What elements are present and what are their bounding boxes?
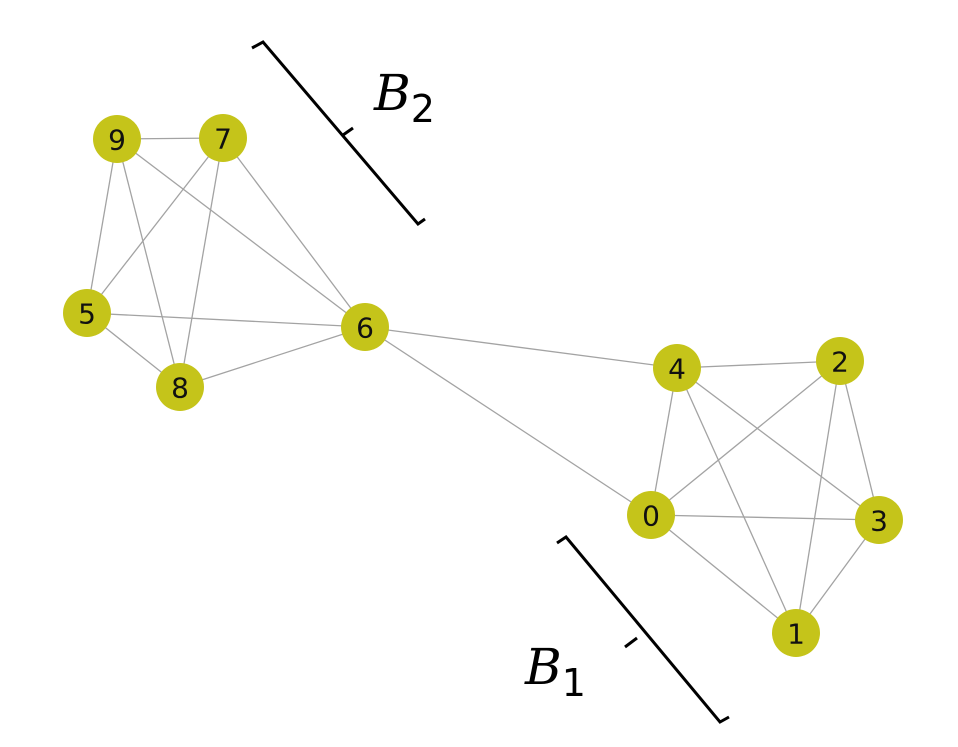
nodes-layer: 0 1 2 3 4 5 6 7 8 9 bbox=[63, 114, 903, 657]
node-1: 1 bbox=[772, 609, 820, 657]
node-0-label: 0 bbox=[642, 500, 660, 533]
edge-2-0 bbox=[650, 360, 841, 516]
edge-4-0 bbox=[650, 367, 678, 516]
node-0-circle bbox=[627, 491, 675, 539]
bracket-b1-line bbox=[556, 535, 730, 724]
edge-7-6 bbox=[222, 137, 366, 328]
node-7-circle bbox=[199, 114, 247, 162]
edge-0-1 bbox=[650, 514, 797, 634]
node-5: 5 bbox=[63, 289, 111, 337]
edge-7-8 bbox=[179, 137, 224, 388]
edge-2-1 bbox=[795, 360, 841, 634]
bracket-b2-tick bbox=[342, 126, 354, 137]
node-0: 0 bbox=[627, 491, 675, 539]
edge-9-8 bbox=[116, 138, 181, 388]
edge-9-5 bbox=[86, 138, 118, 314]
node-3: 3 bbox=[855, 496, 903, 544]
bracket-b1-tick bbox=[624, 636, 638, 649]
edge-2-3 bbox=[839, 360, 880, 521]
node-6-label: 6 bbox=[356, 312, 374, 345]
node-4-label: 4 bbox=[668, 353, 686, 386]
bracket-b1-label-sub: 1 bbox=[562, 661, 586, 705]
node-1-label: 1 bbox=[787, 618, 805, 651]
edge-6-0 bbox=[364, 326, 652, 516]
node-5-circle bbox=[63, 289, 111, 337]
edge-5-6 bbox=[86, 312, 366, 328]
node-1-circle bbox=[772, 609, 820, 657]
edge-8-6 bbox=[179, 326, 366, 388]
edge-7-5 bbox=[86, 137, 224, 314]
node-8-label: 8 bbox=[171, 372, 189, 405]
bracket-b2-label-main: B bbox=[373, 64, 411, 122]
node-9: 9 bbox=[93, 115, 141, 163]
node-3-label: 3 bbox=[870, 505, 888, 538]
node-3-circle bbox=[855, 496, 903, 544]
node-6-circle bbox=[341, 303, 389, 351]
node-2-label: 2 bbox=[831, 346, 849, 379]
node-8-circle bbox=[156, 363, 204, 411]
edge-9-6 bbox=[116, 138, 366, 328]
edge-4-1 bbox=[676, 367, 797, 634]
edge-0-3 bbox=[650, 514, 880, 521]
edge-6-4 bbox=[364, 326, 678, 369]
bracket-b2-label: B2 bbox=[373, 64, 435, 131]
bracket-b2-label-sub: 2 bbox=[411, 87, 435, 131]
node-2: 2 bbox=[816, 337, 864, 385]
edge-4-3 bbox=[676, 367, 880, 521]
edge-4-2 bbox=[676, 360, 841, 369]
bracket-b2: B2 bbox=[251, 40, 435, 227]
node-2-circle bbox=[816, 337, 864, 385]
node-9-label: 9 bbox=[108, 124, 126, 157]
node-4-circle bbox=[653, 344, 701, 392]
bracket-b1-label-main: B bbox=[524, 638, 562, 696]
node-6: 6 bbox=[341, 303, 389, 351]
node-9-circle bbox=[93, 115, 141, 163]
node-7-label: 7 bbox=[214, 123, 232, 156]
node-5-label: 5 bbox=[78, 298, 96, 331]
node-4: 4 bbox=[653, 344, 701, 392]
bracket-b1-label: B1 bbox=[524, 638, 586, 705]
bracket-b2-line bbox=[251, 40, 426, 227]
node-8: 8 bbox=[156, 363, 204, 411]
node-7: 7 bbox=[199, 114, 247, 162]
bracket-b1: B1 bbox=[524, 535, 730, 724]
edges-layer bbox=[86, 137, 880, 634]
